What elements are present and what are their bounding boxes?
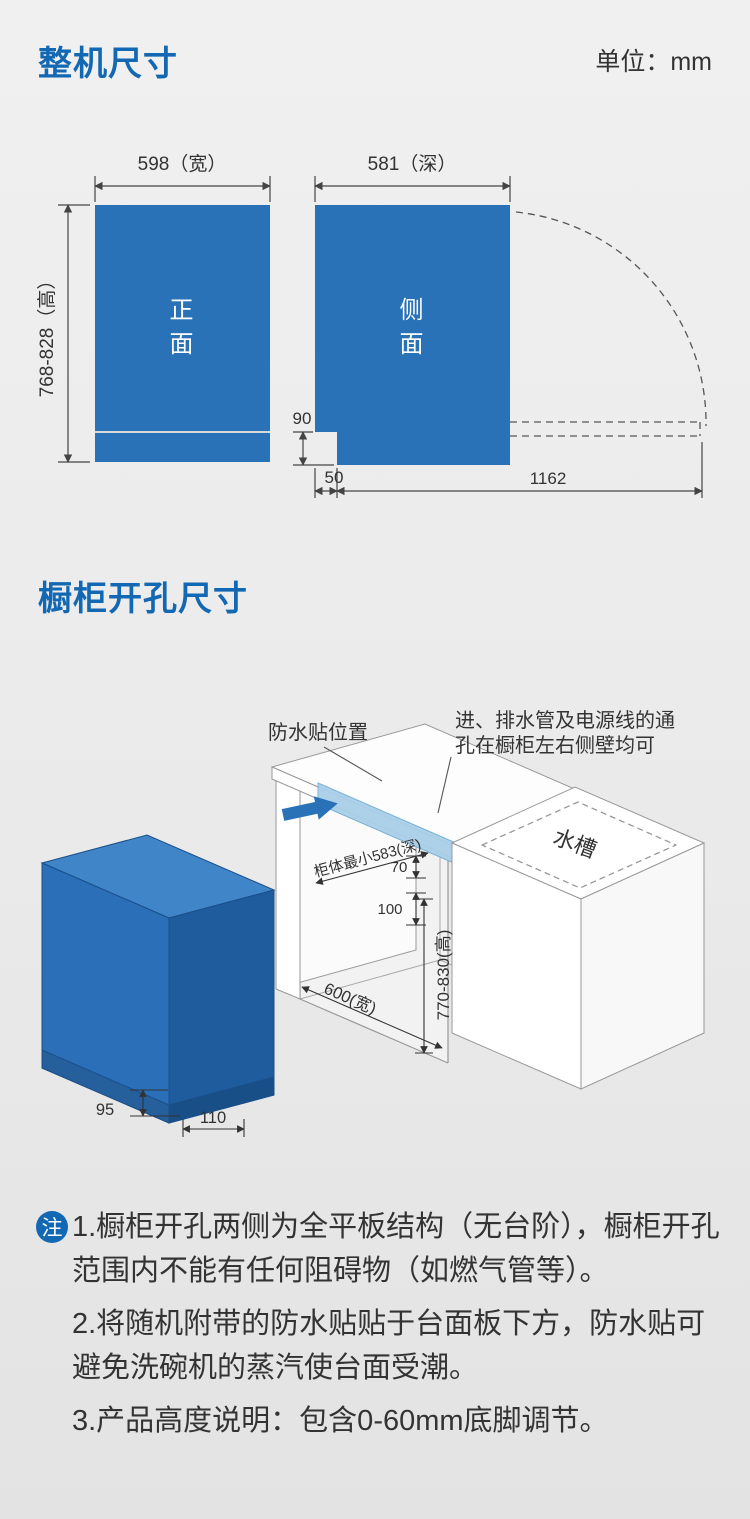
waterproof-label: 防水贴位置 xyxy=(268,721,368,744)
front-width-dim: 598（宽） xyxy=(138,153,227,175)
note-item-2: 2.将随机附带的防水贴贴于台面板下方，防水贴可避免洗碗机的蒸汽使台面受潮。 xyxy=(72,1308,706,1384)
front-view-label-2: 面 xyxy=(170,331,195,358)
side-view-box xyxy=(315,205,510,465)
door-open-dashed xyxy=(510,211,707,437)
front-view-box xyxy=(95,205,270,462)
section1-title: 整机尺寸 xyxy=(38,45,178,83)
insert-arrow-icon xyxy=(281,796,338,821)
leader-lines xyxy=(323,746,452,814)
dishwasher-kick-side xyxy=(168,1076,275,1124)
door-swing-arc xyxy=(515,211,707,427)
pipes-label-line2: 孔在橱柜左右侧壁均可 xyxy=(455,734,655,757)
side-view-label-1: 侧 xyxy=(400,297,425,324)
note-item-1: 1.橱柜开孔两侧为全平板结构（无台阶），橱柜开孔范围内不能有任何阻碍物（如燃气管… xyxy=(72,1211,720,1287)
unit-label: 单位：mm xyxy=(595,48,712,76)
height-dim: 768-828（高） xyxy=(36,271,58,398)
sink-cabinet-side xyxy=(580,842,705,1090)
pipes-label-line1: 进、排水管及电源线的通 xyxy=(455,709,675,732)
cabinet-cutout-diagram: 水槽 xyxy=(40,709,706,1137)
section2-title: 橱柜开孔尺寸 xyxy=(38,580,248,618)
note-item-3: 3.产品高度说明：包含0-60mm底脚调节。 xyxy=(72,1405,609,1437)
front-view-label-1: 正 xyxy=(170,297,195,324)
side-view-label-2: 面 xyxy=(400,331,425,358)
cutout-dimension-lines xyxy=(130,851,443,1137)
opening-height-dim: 770-830(高) xyxy=(434,930,453,1021)
side-depth-dim: 581（深） xyxy=(368,153,457,175)
dimension-lines xyxy=(58,176,703,498)
kick-height-dim: 90 xyxy=(293,409,312,428)
notes-block: 1.橱柜开孔两侧为全平板结构（无台阶），橱柜开孔范围内不能有任何阻碍物（如燃气管… xyxy=(72,1206,720,1454)
open-depth-dim: 1162 xyxy=(530,469,567,488)
front-gap-dim: 100 xyxy=(377,901,402,918)
note-badge: 注 xyxy=(36,1211,68,1243)
top-gap-dim: 70 xyxy=(391,859,408,876)
base-height-dim: 95 xyxy=(96,1101,114,1119)
dishwasher xyxy=(40,834,276,1124)
base-depth-dim: 110 xyxy=(200,1109,226,1127)
kick-depth-dim: 50 xyxy=(325,468,344,487)
overall-dimensions-diagram: 正 面 侧 面 598（宽） 581（ xyxy=(36,153,707,498)
sink-outline-dashed xyxy=(481,801,677,889)
